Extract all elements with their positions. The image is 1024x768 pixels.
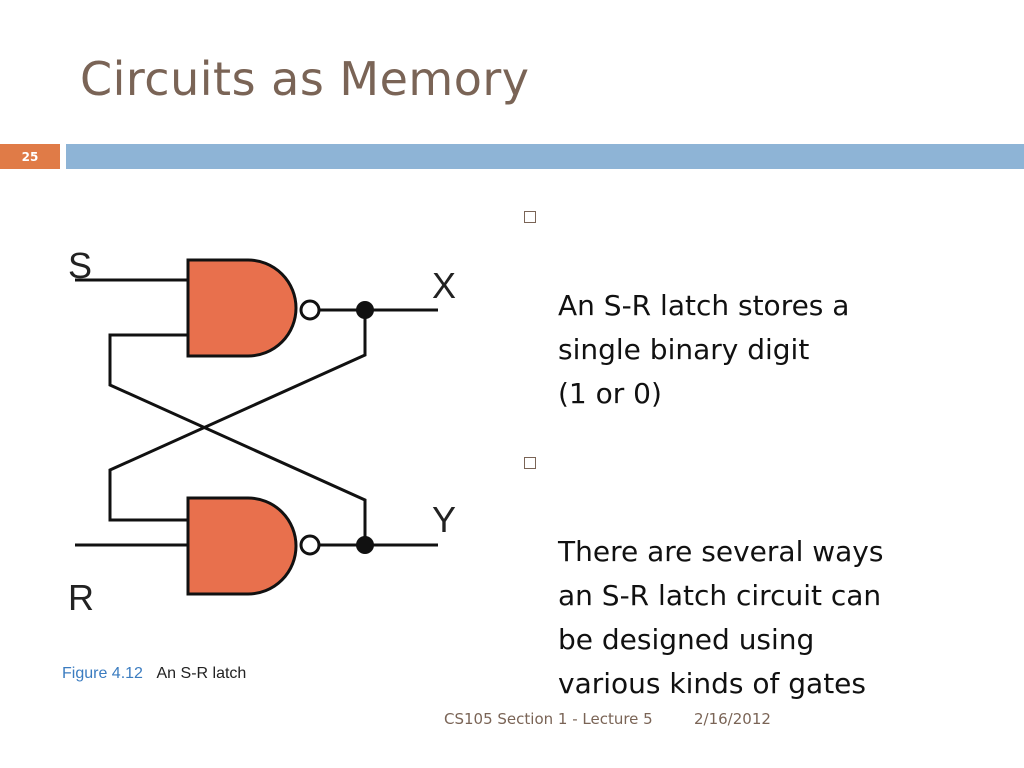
inverter-bubble-top [299,299,321,321]
output-label-x: X [432,265,456,306]
wire-feedback-y [108,333,367,545]
footer-course: CS105 Section 1 - Lecture 5 [444,710,653,728]
bullet-item: An S-R latch stores a single binary digi… [522,196,962,416]
sr-latch-svg: S R X Y [68,245,456,618]
inverter-bubble-bottom [299,534,321,556]
junction-dot-x [356,301,374,319]
figure-caption-text: An S-R latch [156,665,247,682]
page-number-badge: 25 [0,144,60,169]
slide-title: Circuits as Memory [80,52,530,106]
page-number: 25 [21,149,39,164]
output-label-y: Y [432,499,456,540]
bullet-text: An S-R latch stores a single binary digi… [558,289,850,410]
input-label-r: R [68,577,94,618]
bullet-text: There are several ways an S-R latch circ… [558,535,884,700]
hollow-square-bullet-icon [524,457,536,469]
header-bar [66,144,1024,169]
figure-number: Figure 4.12 [62,665,143,682]
footer-date: 2/16/2012 [694,710,771,728]
latch-wires [75,278,438,547]
bullet-list: An S-R latch stores a single binary digi… [522,196,962,732]
hollow-square-bullet-icon [524,211,536,223]
figure-caption: Figure 4.12 An S-R latch [62,665,246,683]
junction-dot-y [356,536,374,554]
wire-feedback-x [108,310,367,522]
bullet-item: There are several ways an S-R latch circ… [522,442,962,706]
nand-gate-top [186,258,298,358]
sr-latch-diagram: S R X Y [60,230,480,620]
nand-gate-bottom [186,496,298,596]
